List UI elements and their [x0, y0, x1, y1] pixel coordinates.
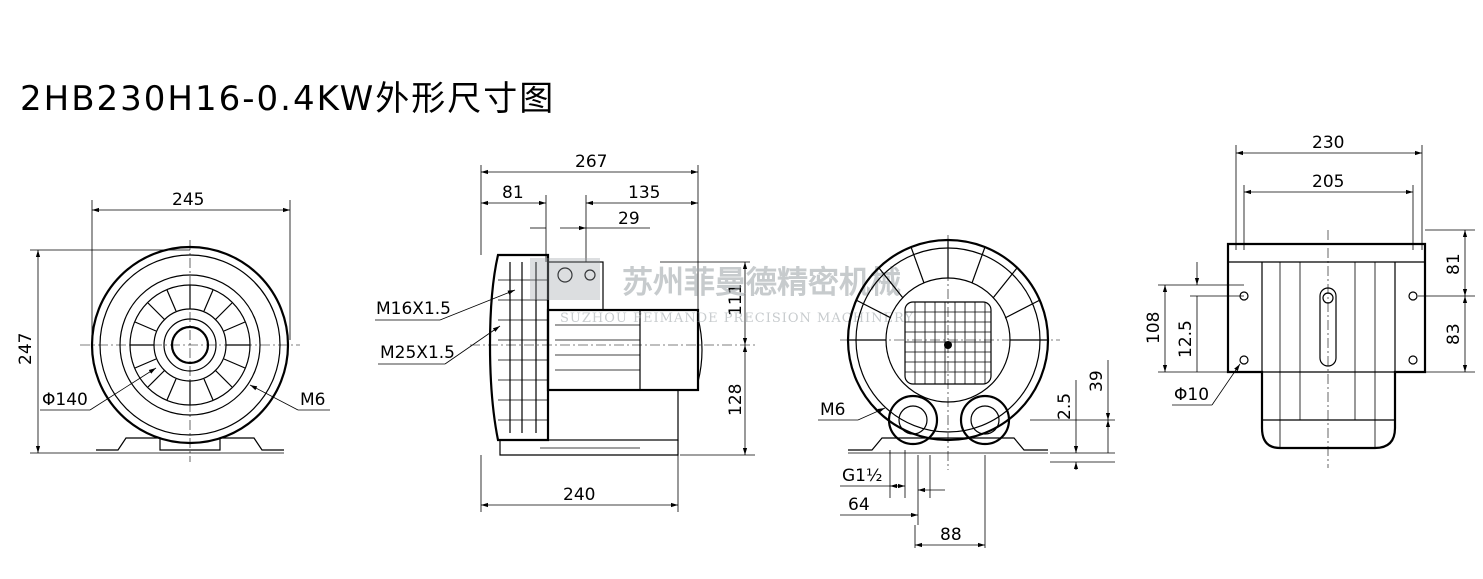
dim-267: 267: [575, 152, 607, 172]
dim-245: 245: [172, 190, 204, 210]
front-view: 245 247 Φ140 M6: [16, 190, 330, 462]
watermark-en: SUZHOU FEIMANDE PRECISION MACHINERY: [560, 311, 914, 326]
side-view: 267 81 135 29 111 128 240 M16X1.5 M25X1.…: [375, 152, 755, 512]
dim-88: 88: [940, 525, 962, 545]
label-g1-half: G1½: [842, 466, 882, 486]
dim-12-5: 12.5: [1176, 320, 1196, 358]
dim-29: 29: [618, 209, 640, 229]
watermark-logo: [530, 258, 600, 300]
dim-240: 240: [563, 485, 595, 505]
label-dia10: Φ10: [1174, 385, 1209, 405]
watermark: 苏州菲曼德精密机械 SUZHOU FEIMANDE PRECISION MACH…: [530, 258, 914, 326]
watermark-cn: 苏州菲曼德精密机械: [622, 265, 901, 301]
dim-81-side: 81: [502, 183, 524, 203]
blower-housing: [488, 253, 550, 442]
label-m16: M16X1.5: [376, 299, 451, 319]
dim-247: 247: [16, 333, 36, 365]
drawing-title: 2HB230H16-0.4KW外形尺寸图: [20, 79, 555, 119]
dim-39: 39: [1087, 370, 1107, 392]
label-m6-front: M6: [300, 390, 325, 410]
dim-2-5: 2.5: [1055, 393, 1075, 420]
bottom-view: 230 205 81 83 108 12.5 Φ10: [1144, 133, 1475, 468]
label-m6-rear: M6: [820, 400, 845, 420]
rear-view: M6 G1½ 64 88 39 2.5: [818, 235, 1115, 548]
dim-128: 128: [726, 384, 746, 416]
dim-111: 111: [726, 284, 746, 316]
label-dia140: Φ140: [42, 390, 88, 410]
dim-230: 230: [1312, 133, 1344, 153]
dim-83: 83: [1444, 323, 1464, 345]
dim-135: 135: [628, 183, 660, 203]
dim-205: 205: [1312, 172, 1344, 192]
port-left: [887, 394, 939, 446]
dim-81-bottom: 81: [1444, 253, 1464, 275]
dim-108: 108: [1144, 312, 1164, 344]
label-m25: M25X1.5: [380, 343, 455, 363]
dim-64: 64: [848, 495, 870, 515]
port-right: [959, 394, 1011, 446]
